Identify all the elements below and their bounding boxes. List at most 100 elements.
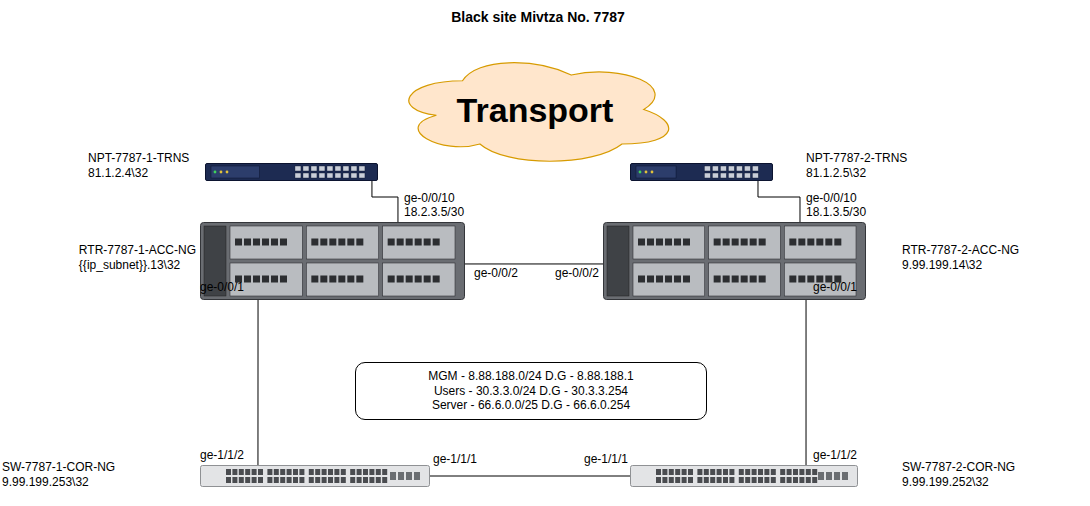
switch-port xyxy=(723,477,728,483)
interface-label: ge-0/0/2 xyxy=(555,266,599,280)
cloud-outline xyxy=(409,63,669,162)
router-port xyxy=(723,239,730,246)
router-port xyxy=(638,239,645,246)
switch-port xyxy=(382,469,387,475)
switch-port xyxy=(245,469,250,475)
diagram-title: Black site Mivtza No. 7787 xyxy=(0,8,1076,26)
switch-port xyxy=(729,469,734,475)
switch-port xyxy=(812,469,817,475)
switch-port xyxy=(688,477,693,483)
switch-port xyxy=(780,477,785,483)
switch-port xyxy=(697,477,702,483)
switch-port xyxy=(280,469,285,475)
npt-port xyxy=(359,166,365,171)
text-group: SW-7787-1-COR-NG9.99.199.253\32 xyxy=(2,460,115,490)
router-port xyxy=(656,276,663,283)
npt-port xyxy=(295,173,301,178)
transport-device: NPT-7787-2-TRNS81.1.2.5\32 xyxy=(630,163,773,181)
npt-port xyxy=(319,173,325,178)
npt-led xyxy=(651,171,654,174)
router-port xyxy=(656,239,663,246)
router-port xyxy=(338,239,345,246)
npt-port xyxy=(704,166,710,171)
switch-port xyxy=(656,469,661,475)
switch-port xyxy=(729,477,734,483)
device-name: RTR-7787-2-ACC-NG xyxy=(902,243,1019,258)
switch-port xyxy=(369,469,374,475)
npt-illustration xyxy=(205,163,378,181)
device-address: 9.99.199.252\32 xyxy=(902,475,1015,490)
switch-port xyxy=(226,477,231,483)
npt-port xyxy=(736,173,742,178)
router-card xyxy=(709,263,781,296)
npt-port xyxy=(343,173,349,178)
switch-port xyxy=(806,477,811,483)
switch-port xyxy=(309,477,314,483)
device-name: RTR-7787-1-ACC-NG xyxy=(79,243,196,258)
switch-port xyxy=(363,477,368,483)
switch-port xyxy=(328,469,333,475)
npt-port xyxy=(736,166,742,171)
switch-port xyxy=(293,469,298,475)
device-address: {{ip_subnet}}.13\32 xyxy=(79,258,196,273)
interface-label: ge-0/0/10 xyxy=(404,191,455,205)
switch-port xyxy=(350,469,355,475)
switch-port xyxy=(357,477,362,483)
router-port xyxy=(714,276,721,283)
router-card xyxy=(306,226,378,259)
router-port xyxy=(311,239,318,246)
npt-illustration xyxy=(630,163,773,181)
switch-port xyxy=(758,477,763,483)
switch-port xyxy=(363,469,368,475)
npt-port xyxy=(351,166,357,171)
router-port xyxy=(647,239,654,246)
subnet-line: Server - 66.6.0.0/25 D.G - 66.6.0.254 xyxy=(432,398,630,413)
network-link xyxy=(372,181,398,222)
router-port xyxy=(674,239,681,246)
switch-port xyxy=(793,477,798,483)
switch-port xyxy=(334,477,339,483)
interface-label: 18.1.3.5/30 xyxy=(806,205,866,219)
switch-uplink xyxy=(826,472,832,480)
npt-port xyxy=(744,166,750,171)
switch-port xyxy=(675,477,680,483)
router-card xyxy=(784,226,856,259)
router-port xyxy=(723,276,730,283)
router-port xyxy=(311,276,318,283)
router-port xyxy=(825,239,832,246)
npt-panel xyxy=(211,166,259,178)
switch-port xyxy=(376,469,381,475)
switch-port xyxy=(376,477,381,483)
switch-port xyxy=(787,477,792,483)
router-port xyxy=(271,239,278,246)
switch-port xyxy=(669,477,674,483)
switch-port xyxy=(704,469,709,475)
switch-port xyxy=(793,469,798,475)
interface-label: ge-0/0/1 xyxy=(200,280,244,294)
switch-port xyxy=(239,477,244,483)
switch-port xyxy=(745,469,750,475)
switch-chassis xyxy=(631,466,858,487)
npt-port xyxy=(359,173,365,178)
router-card xyxy=(306,263,378,296)
router-port xyxy=(665,239,672,246)
switch-port xyxy=(669,469,674,475)
text-group: SW-7787-2-COR-NG9.99.199.252\32 xyxy=(902,460,1015,490)
npt-port xyxy=(752,173,758,178)
switch-chassis xyxy=(201,466,430,487)
router-port xyxy=(244,239,251,246)
subnet-line: Users - 30.3.3.0/24 D.G - 30.3.3.254 xyxy=(434,384,628,399)
router-card xyxy=(709,226,781,259)
cloud-label: Transport xyxy=(457,90,614,130)
switch-port xyxy=(226,469,231,475)
router-port xyxy=(638,276,645,283)
switch-port xyxy=(758,469,763,475)
switch-port xyxy=(299,477,304,483)
npt-port xyxy=(752,166,758,171)
router-control-module xyxy=(607,226,629,296)
router-port xyxy=(750,239,757,246)
switch-port xyxy=(299,469,304,475)
switch-port xyxy=(315,477,320,483)
switch-port xyxy=(739,469,744,475)
npt-led xyxy=(226,171,229,174)
